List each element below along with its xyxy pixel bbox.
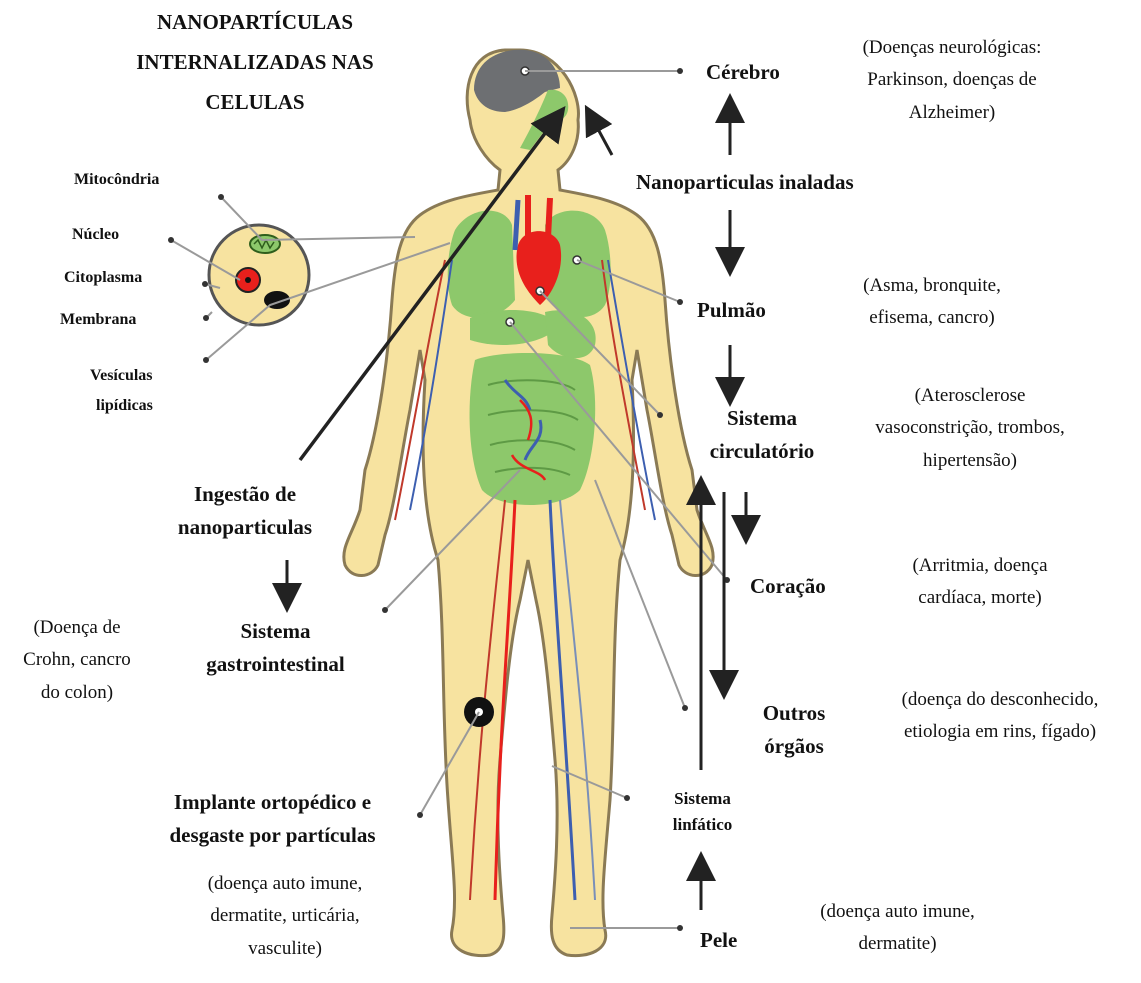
- note-cerebro-line-2: Parkinson, doenças de: [812, 64, 1092, 96]
- label-vesiculas: Vesículas lipídicas: [90, 361, 153, 422]
- label-pele: Pele: [700, 924, 737, 957]
- note-coracao: (Arritmia, doença cardíaca, morte): [880, 550, 1080, 615]
- label-citoplasma: Citoplasma: [64, 263, 142, 293]
- label-vesiculas-line-2: lipídicas: [90, 391, 153, 421]
- note-pele-line-1: (doença auto imune,: [785, 896, 1010, 928]
- label-gastro-line-1: Sistema: [183, 615, 368, 648]
- left-lung: [448, 211, 515, 318]
- note-gastro-line-2: Crohn, cancro: [2, 644, 152, 676]
- note-gastro-line-3: do colon): [2, 677, 152, 709]
- vena-cava: [515, 200, 518, 250]
- arrow-inhaled-to-nose: [592, 118, 612, 155]
- label-sistema-circulatorio: Sistema circulatório: [702, 402, 822, 467]
- label-sistema-linfatico: Sistema linfático: [655, 786, 750, 839]
- note-implante-line-2: dermatite, urticária,: [170, 900, 400, 932]
- note-pulmao-line-2: efisema, cancro): [812, 302, 1052, 334]
- note-implante-line-1: (doença auto imune,: [170, 868, 400, 900]
- label-nucleo: Núcleo: [72, 220, 119, 250]
- label-circulatorio-line-1: Sistema: [702, 402, 822, 435]
- label-ingestao: Ingestão de nanoparticulas: [155, 478, 335, 543]
- note-pulmao: (Asma, bronquite, efisema, cancro): [812, 270, 1052, 335]
- note-cerebro: (Doenças neurológicas: Parkinson, doença…: [812, 32, 1092, 129]
- label-outros-orgaos: Outros órgãos: [744, 697, 844, 762]
- note-gastrointestinal: (Doença de Crohn, cancro do colon): [2, 612, 152, 709]
- note-circulatorio: (Aterosclerose vasoconstrição, trombos, …: [840, 380, 1100, 477]
- note-pulmao-line-1: (Asma, bronquite,: [812, 270, 1052, 302]
- intestines: [470, 353, 596, 505]
- label-ingestao-line-2: nanoparticulas: [155, 511, 335, 544]
- note-circulatorio-line-2: vasoconstrição, trombos,: [840, 412, 1100, 444]
- label-pulmao: Pulmão: [697, 294, 766, 327]
- note-cerebro-line-1: (Doenças neurológicas:: [812, 32, 1092, 64]
- note-gastro-line-1: (Doença de: [2, 612, 152, 644]
- label-mitocondria: Mitocôndria: [74, 165, 159, 195]
- label-outros-line-2: órgãos: [744, 730, 844, 763]
- label-coracao: Coração: [750, 570, 826, 603]
- main-title: NANOPARTÍCULAS INTERNALIZADAS NAS CELULA…: [95, 2, 415, 122]
- note-circulatorio-line-3: hipertensão): [840, 445, 1100, 477]
- label-vesiculas-line-1: Vesículas: [90, 361, 153, 391]
- label-sistema-gastrointestinal: Sistema gastrointestinal: [183, 615, 368, 680]
- note-cerebro-line-3: Alzheimer): [812, 97, 1092, 129]
- label-membrana: Membrana: [60, 305, 136, 335]
- note-pele: (doença auto imune, dermatite): [785, 896, 1010, 961]
- note-implante: (doença auto imune, dermatite, urticária…: [170, 868, 400, 965]
- label-implante: Implante ortopédico e desgaste por partí…: [140, 786, 405, 851]
- note-outros-orgaos: (doença do desconhecido, etiologia em ri…: [860, 684, 1140, 749]
- label-linfatico-line-1: Sistema: [655, 786, 750, 812]
- note-pele-line-2: dermatite): [785, 928, 1010, 960]
- note-coracao-line-2: cardíaca, morte): [880, 582, 1080, 614]
- note-implante-line-3: vasculite): [170, 933, 400, 965]
- label-implante-line-1: Implante ortopédico e: [140, 786, 405, 819]
- label-circulatorio-line-2: circulatório: [702, 435, 822, 468]
- label-implante-line-2: desgaste por partículas: [140, 819, 405, 852]
- note-circulatorio-line-1: (Aterosclerose: [840, 380, 1100, 412]
- nucleolus: [245, 277, 251, 283]
- note-coracao-line-1: (Arritmia, doença: [880, 550, 1080, 582]
- label-gastro-line-2: gastrointestinal: [183, 648, 368, 681]
- title-line-1: NANOPARTÍCULAS: [95, 2, 415, 42]
- title-line-2: INTERNALIZADAS NAS: [95, 42, 415, 82]
- note-outros-line-2: etiologia em rins, fígado): [860, 716, 1140, 748]
- label-cerebro: Cérebro: [706, 56, 780, 89]
- label-nanoparticulas-inaladas: Nanoparticulas inaladas: [636, 166, 854, 199]
- title-line-3: CELULAS: [95, 82, 415, 122]
- label-linfatico-line-2: linfático: [655, 812, 750, 838]
- label-outros-line-1: Outros: [744, 697, 844, 730]
- label-ingestao-line-1: Ingestão de: [155, 478, 335, 511]
- note-outros-line-1: (doença do desconhecido,: [860, 684, 1140, 716]
